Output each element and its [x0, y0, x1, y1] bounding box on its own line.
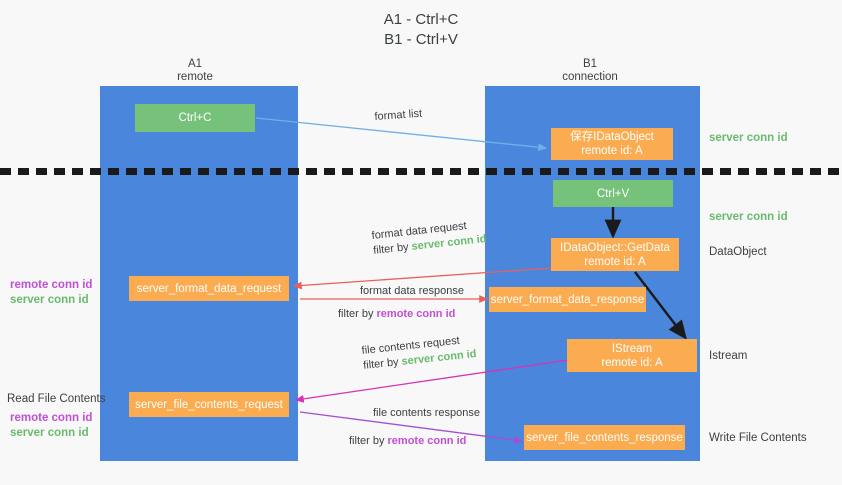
- edge-label-format-data-request: format data request filter by server con…: [371, 217, 487, 259]
- node-ctrl-v[interactable]: Ctrl+V: [553, 180, 673, 207]
- annotation-write-file-contents: Write File Contents: [709, 432, 807, 444]
- column-header-a1: A1 remote: [177, 58, 213, 83]
- filter-prefix: filter by: [338, 308, 377, 320]
- annotation-server-conn-id-mid: server conn id: [10, 294, 89, 306]
- annotation-remote-conn-id-mid: remote conn id: [10, 279, 93, 291]
- node-istream[interactable]: IStream remote id: A: [567, 339, 697, 372]
- node-server-file-contents-request[interactable]: server_file_contents_request: [129, 392, 289, 417]
- edge-label-file-contents-response-line1: file contents response: [373, 407, 481, 419]
- node-server-format-data-response[interactable]: server_format_data_response: [489, 287, 646, 312]
- annotation-server-conn-id-top: server conn id: [709, 132, 788, 144]
- edge-label-format-data-response-line2: filter by remote conn id: [338, 307, 464, 322]
- edge-label-format-data-response-line1: format data response: [360, 285, 464, 297]
- edge-label-file-contents-response: file contents response filter by remote …: [349, 406, 481, 449]
- annotation-dataobject: DataObject: [709, 246, 767, 258]
- node-ctrl-c[interactable]: Ctrl+C: [135, 104, 255, 132]
- node-server-format-data-request[interactable]: server_format_data_request: [129, 276, 289, 301]
- filter-prefix: filter by: [362, 355, 403, 372]
- node-save-idataobject[interactable]: 保存IDataObject remote id: A: [551, 128, 673, 160]
- annotation-istream: Istream: [709, 350, 748, 362]
- annotation-remote-conn-id-bottom: remote conn id: [10, 412, 93, 424]
- node-idataobject-getdata[interactable]: IDataObject::GetData remote id: A: [551, 238, 679, 271]
- node-server-file-contents-response[interactable]: server_file_contents_response: [524, 425, 685, 450]
- filter-value-remote-conn-id: remote conn id: [387, 435, 467, 447]
- filter-prefix: filter by: [349, 435, 388, 447]
- edge-label-format-list: format list: [374, 107, 423, 125]
- edge-label-format-data-response: format data response filter by remote co…: [338, 284, 464, 322]
- annotation-read-file-contents: Read File Contents: [7, 393, 106, 405]
- column-header-b1: B1 connection: [562, 58, 618, 83]
- section-divider: [0, 168, 842, 175]
- filter-value-remote-conn-id: remote conn id: [376, 308, 456, 320]
- edge-label-file-contents-response-line2: filter by remote conn id: [349, 434, 480, 449]
- page-title: A1 - Ctrl+C B1 - Ctrl+V: [383, 11, 459, 48]
- edge-label-file-contents-request: file contents request filter by server c…: [361, 332, 477, 374]
- annotation-server-conn-id-bottom: server conn id: [10, 427, 89, 439]
- edge-label-format-list-line1: format list: [374, 107, 423, 123]
- filter-prefix: filter by: [372, 240, 413, 257]
- annotation-server-conn-id-second: server conn id: [709, 211, 788, 223]
